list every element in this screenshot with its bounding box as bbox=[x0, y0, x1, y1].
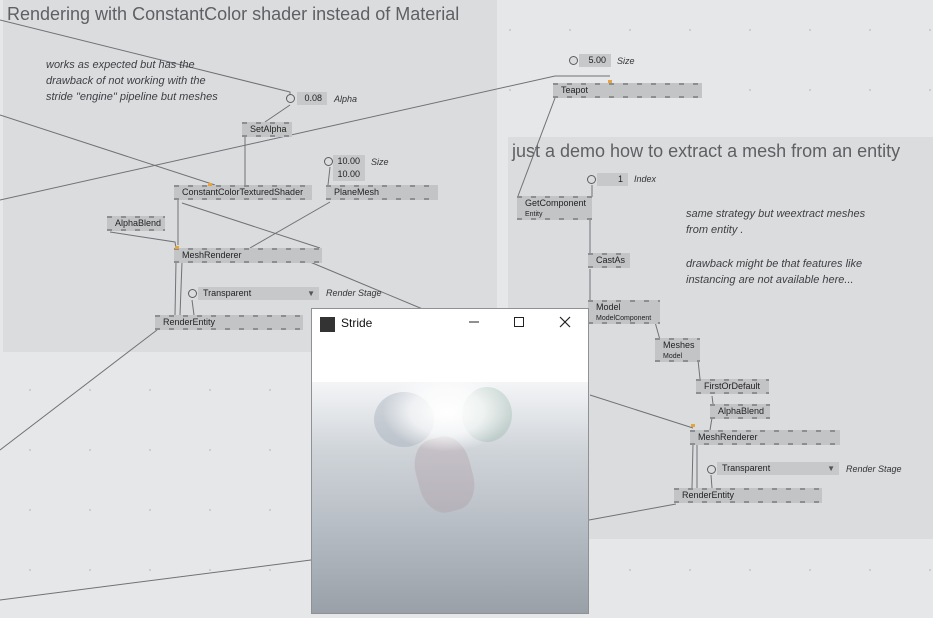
close-icon bbox=[559, 316, 571, 328]
teapot-size-pin-label: Size bbox=[617, 56, 635, 66]
index-value-box[interactable]: 1 bbox=[597, 173, 628, 186]
meshes-sub: Model bbox=[663, 353, 683, 360]
minimize-button[interactable] bbox=[454, 312, 494, 336]
render-stage-pin-knob-left[interactable] bbox=[188, 289, 197, 298]
render-stage-dropdown-left[interactable]: Transparent ▼ bbox=[198, 287, 319, 300]
maximize-icon bbox=[514, 317, 524, 327]
size-value-box-2[interactable]: 10.00 bbox=[333, 168, 365, 181]
teapot-size-value-box[interactable]: 5.00 bbox=[579, 54, 611, 67]
size-value-box-1[interactable]: 10.00 bbox=[333, 155, 365, 168]
stride-app-icon bbox=[320, 317, 335, 332]
close-button[interactable] bbox=[545, 312, 585, 336]
left-region-title: Rendering with ConstantColor shader inst… bbox=[7, 4, 460, 24]
stride-window[interactable]: Stride bbox=[311, 308, 589, 614]
constant-color-textured-shader-node[interactable]: ConstantColorTexturedShader bbox=[174, 185, 312, 200]
meshes-label: Meshes bbox=[663, 340, 695, 350]
render-stage-dropdown-right[interactable]: Transparent ▼ bbox=[717, 462, 839, 475]
render-stage-label-right: Render Stage bbox=[846, 464, 902, 474]
alpha-pin-label: Alpha bbox=[334, 94, 358, 104]
minimize-icon bbox=[469, 321, 479, 323]
set-alpha-node[interactable]: SetAlpha bbox=[242, 122, 292, 137]
plane-mesh-node[interactable]: PlaneMesh bbox=[326, 185, 438, 200]
teapot-size-pin-knob[interactable] bbox=[569, 56, 578, 65]
render-stage-value-left: Transparent bbox=[203, 288, 252, 298]
mesh-renderer-node-right[interactable]: MeshRenderer bbox=[690, 430, 840, 445]
mesh-renderer-pin-highlight bbox=[175, 246, 179, 249]
get-component-label: GetComponent bbox=[525, 198, 587, 208]
right-comment-drawback: drawback might be that features like ins… bbox=[686, 258, 863, 286]
mesh-renderer-right-pin-highlight bbox=[691, 424, 695, 427]
alpha-blend-node-left[interactable]: AlphaBlend bbox=[107, 216, 165, 231]
render-entity-node-right[interactable]: RenderEntity bbox=[674, 488, 822, 503]
right-region-title: just a demo how to extract a mesh from a… bbox=[512, 141, 901, 161]
index-pin-knob[interactable] bbox=[587, 175, 596, 184]
chevron-down-icon: ▼ bbox=[307, 289, 315, 298]
model-label: Model bbox=[596, 302, 621, 312]
chevron-down-icon: ▼ bbox=[827, 464, 835, 473]
maximize-button[interactable] bbox=[499, 312, 539, 336]
index-pin-label: Index bbox=[634, 174, 657, 184]
model-sub: ModelComponent bbox=[596, 315, 652, 322]
first-or-default-node[interactable]: FirstOrDefault bbox=[696, 379, 769, 394]
render-entity-node-left[interactable]: RenderEntity bbox=[155, 315, 303, 330]
alpha-blend-node-right[interactable]: AlphaBlend bbox=[710, 404, 770, 419]
light-glow bbox=[382, 382, 512, 452]
teapot-node[interactable]: Teapot bbox=[553, 83, 702, 98]
render-stage-label-left: Render Stage bbox=[326, 288, 382, 298]
alpha-pin-knob[interactable] bbox=[286, 94, 295, 103]
size-pin-knob[interactable] bbox=[324, 157, 333, 166]
teapot-pin-highlight bbox=[608, 80, 612, 83]
window-titlebar[interactable]: Stride bbox=[312, 309, 588, 338]
render-stage-value-right: Transparent bbox=[722, 463, 771, 473]
mesh-renderer-node-left[interactable]: MeshRenderer bbox=[174, 248, 322, 263]
right-comment-strategy: same strategy but weextract meshes from … bbox=[686, 208, 866, 236]
get-component-sub: Entity bbox=[525, 211, 543, 218]
cast-as-node[interactable]: CastAs bbox=[588, 253, 630, 268]
render-stage-pin-knob-right[interactable] bbox=[707, 465, 716, 474]
size-pin-label: Size bbox=[371, 157, 389, 167]
render-viewport[interactable] bbox=[312, 382, 588, 613]
window-title: Stride bbox=[341, 316, 373, 330]
shader-pin-highlight bbox=[208, 183, 212, 186]
alpha-value-box[interactable]: 0.08 bbox=[297, 92, 327, 105]
left-comment: works as expected but has the drawback o… bbox=[46, 59, 218, 103]
